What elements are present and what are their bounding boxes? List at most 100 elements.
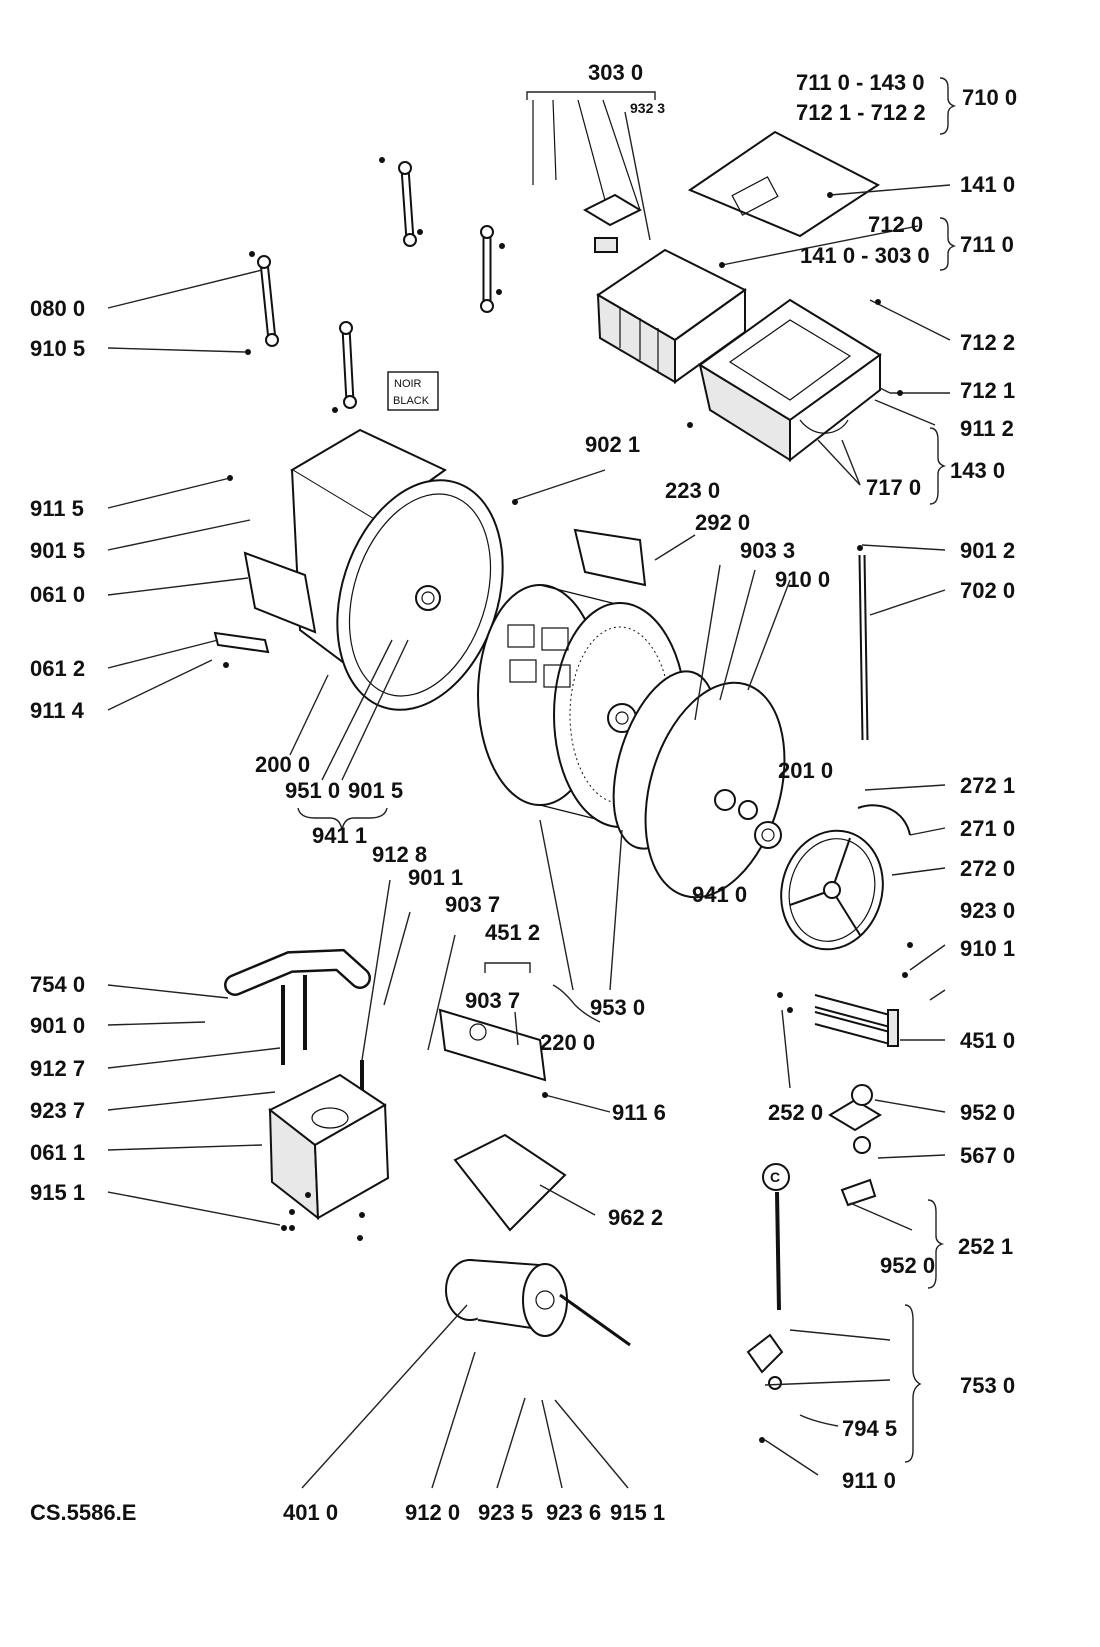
label-141-0-right: 141 0 — [960, 172, 1015, 197]
label-911-2: 911 2 — [960, 416, 1014, 441]
label-702-0: 702 0 — [960, 578, 1015, 603]
detergent-slider-assembly — [532, 99, 643, 253]
shock-absorber-black — [339, 321, 357, 409]
tub-bracket — [243, 551, 317, 634]
fastener-dots — [223, 157, 913, 1443]
label-903-7-b: 903 7 — [465, 988, 520, 1013]
shock-absorber-top — [398, 161, 417, 247]
drive-belt — [857, 804, 911, 836]
label-451-0: 451 0 — [960, 1028, 1015, 1053]
label-252-0: 252 0 — [768, 1100, 823, 1125]
braces — [904, 77, 957, 1463]
label-941-1: 941 1 — [312, 823, 367, 848]
label-901-2: 901 2 — [960, 538, 1015, 563]
label-911-4: 911 4 — [30, 698, 85, 723]
label-200-0: 200 0 — [255, 752, 310, 777]
label-201-0: 201 0 — [778, 758, 833, 783]
heater-support — [438, 1008, 547, 1082]
label-711-0-143-0: 711 0 - 143 0 — [796, 70, 924, 95]
label-951-0: 951 0 — [285, 778, 340, 803]
label-910-1: 910 1 — [960, 936, 1015, 961]
hose-717 — [799, 419, 849, 434]
dispenser-cover — [687, 130, 880, 238]
detail-letter: C — [770, 1169, 780, 1185]
label-712-0: 712 0 — [868, 212, 923, 237]
dispenser-drawer — [596, 248, 747, 384]
motor — [445, 1259, 631, 1347]
level-sensor-assembly: C — [746, 1163, 790, 1390]
label-910-0: 910 0 — [775, 567, 830, 592]
drain-hose — [224, 948, 371, 996]
outer-tub-front — [290, 428, 504, 711]
counterweight-bar — [213, 631, 270, 654]
label-903-7-a: 903 7 — [445, 892, 500, 917]
label-712-2: 712 2 — [960, 330, 1015, 355]
shock-absorber-mid — [480, 225, 494, 313]
counterweight-base — [268, 1073, 390, 1221]
dispenser-housing — [698, 298, 882, 463]
label-915-1-bottom: 915 1 — [610, 1500, 665, 1525]
drum-pulley — [780, 829, 884, 951]
label-061-1: 061 1 — [30, 1140, 85, 1165]
label-712-1-712-2: 712 1 - 712 2 — [796, 100, 926, 125]
heating-element — [814, 994, 899, 1047]
label-901-5-left: 901 5 — [30, 538, 85, 563]
cover-plate — [453, 1133, 567, 1232]
label-911-6: 911 6 — [612, 1100, 666, 1125]
label-754-0: 754 0 — [30, 972, 85, 997]
label-567-0: 567 0 — [960, 1143, 1015, 1168]
leader-lines — [107, 91, 951, 1489]
label-911-5: 911 5 — [30, 496, 84, 521]
label-401-0: 401 0 — [283, 1500, 338, 1525]
label-952-0-b: 952 0 — [880, 1253, 935, 1278]
tag-line-black: BLACK — [393, 395, 430, 407]
label-952-0-a: 952 0 — [960, 1100, 1015, 1125]
label-901-0: 901 0 — [30, 1013, 85, 1038]
label-915-1-left: 915 1 — [30, 1180, 85, 1205]
label-912-7: 912 7 — [30, 1056, 85, 1081]
label-061-0: 061 0 — [30, 582, 85, 607]
label-911-0: 911 0 — [842, 1468, 896, 1493]
label-143-0: 143 0 — [950, 458, 1005, 483]
label-141-0-303-0: 141 0 - 303 0 — [800, 243, 930, 268]
label-912-0: 912 0 — [405, 1500, 460, 1525]
label-303-0-top: 303 0 — [588, 60, 643, 85]
label-903-3: 903 3 — [740, 538, 795, 563]
label-794-5: 794 5 — [842, 1416, 897, 1441]
label-711-0: 711 0 — [960, 232, 1014, 257]
label-223-0: 223 0 — [665, 478, 720, 503]
label-272-1: 272 1 — [960, 773, 1015, 798]
label-923-0: 923 0 — [960, 898, 1015, 923]
label-941-0: 941 0 — [692, 882, 747, 907]
label-271-0: 271 0 — [960, 816, 1015, 841]
part-number-labels: 303 0 932 3 711 0 - 143 0 712 1 - 712 2 … — [30, 60, 1017, 1525]
label-910-5: 910 5 — [30, 336, 85, 361]
label-710-0: 710 0 — [962, 85, 1017, 110]
outer-tub-rear — [644, 681, 786, 899]
label-080-0: 080 0 — [30, 296, 85, 321]
label-292-0: 292 0 — [695, 510, 750, 535]
label-923-7: 923 7 — [30, 1098, 85, 1123]
label-902-1: 902 1 — [585, 432, 640, 457]
label-962-2: 962 2 — [608, 1205, 663, 1230]
label-252-1: 252 1 — [958, 1234, 1013, 1259]
bracket-223 — [573, 528, 647, 587]
label-061-2: 061 2 — [30, 656, 85, 681]
label-753-0: 753 0 — [960, 1373, 1015, 1398]
label-712-1: 712 1 — [960, 378, 1015, 403]
label-953-0: 953 0 — [590, 995, 645, 1020]
label-932-3: 932 3 — [630, 100, 665, 116]
label-912-8: 912 8 — [372, 842, 427, 867]
label-901-5-bottom: 901 5 — [348, 778, 403, 803]
label-717-0: 717 0 — [866, 475, 921, 500]
label-220-0: 220 0 — [540, 1030, 595, 1055]
tag-line-noir: NOIR — [394, 378, 422, 390]
label-451-2: 451 2 — [485, 920, 540, 945]
label-272-0: 272 0 — [960, 856, 1015, 881]
shock-absorber-left — [257, 255, 279, 347]
color-tag: NOIR BLACK — [387, 371, 439, 411]
drawing-code: CS.5586.E — [30, 1500, 136, 1525]
label-901-1: 901 1 — [408, 865, 463, 890]
pressure-switch — [828, 1084, 882, 1207]
